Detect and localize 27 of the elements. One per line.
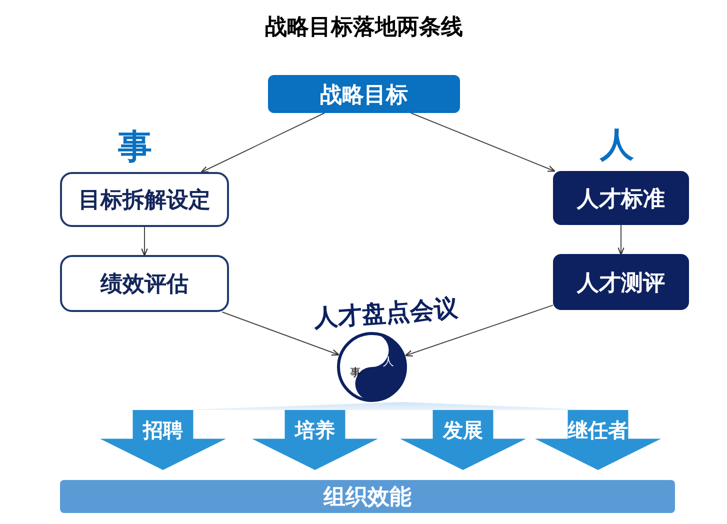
down-arrow-shape — [252, 410, 378, 470]
process-box: 目标拆解设定 — [60, 172, 229, 227]
yin-yang-character: 事 — [350, 367, 361, 378]
arrow — [222, 312, 340, 356]
yin-yang-circle — [337, 332, 407, 402]
goal-box: 战略目标 — [268, 75, 460, 113]
arrow — [618, 224, 624, 256]
arrow — [200, 112, 325, 173]
arrow — [410, 112, 556, 172]
process-box: 人才测评 — [553, 254, 689, 310]
process-box: 绩效评估 — [60, 255, 229, 312]
down-arrow-shape — [400, 410, 526, 470]
track-label: 人 — [600, 128, 634, 162]
arrow-label: 继任者 — [568, 419, 628, 444]
down-arrow-shape — [100, 410, 226, 470]
result-bar: 组织效能 — [60, 480, 675, 513]
meeting-caption: 人才盘点会议 — [312, 294, 460, 334]
arrow-label: 培养 — [295, 419, 335, 444]
arrow-label: 招聘 — [143, 419, 183, 444]
process-box: 人才标准 — [553, 171, 689, 225]
arrow — [404, 304, 554, 356]
track-label: 事 — [118, 130, 152, 164]
arrow-label: 发展 — [443, 419, 483, 444]
title: 战略目标落地两条线 — [264, 13, 464, 41]
yin-yang-character: 人 — [383, 356, 394, 367]
down-arrow-shape — [535, 410, 661, 470]
arrow — [141, 226, 148, 256]
